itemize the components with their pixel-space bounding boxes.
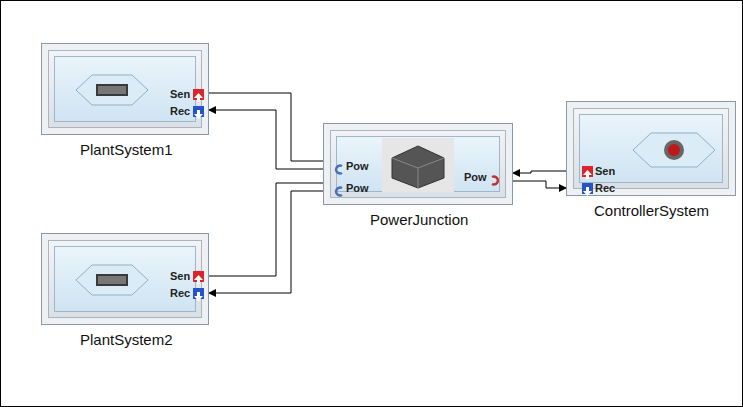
plant-icon (72, 259, 152, 301)
plant-box: PlantSystem2SenRec (41, 233, 209, 325)
port-name: Rec (595, 182, 615, 195)
plug-symbol (490, 175, 501, 186)
port-icon (490, 172, 501, 183)
port-name: Sen (595, 165, 615, 178)
plug-symbol (333, 164, 344, 175)
controller-box: ControllerSystemSenRec (566, 101, 736, 196)
port-arrow (193, 274, 204, 285)
system-name: PowerJunction (370, 211, 468, 228)
port-arrow (193, 92, 204, 103)
port-icon (582, 183, 593, 194)
signal-connector (513, 181, 566, 188)
port-name: Pow (346, 182, 369, 195)
plant-box: PlantSystem1SenRec (41, 43, 209, 135)
port-icon (333, 161, 344, 172)
port-arrow (582, 169, 593, 180)
system-name: ControllerSystem (594, 202, 709, 219)
port-icon (333, 183, 344, 194)
port-icon (193, 288, 204, 299)
junction-icon (382, 138, 454, 192)
junction-box: PowerJunctionPowPowPow (323, 123, 513, 205)
port-icon (193, 89, 204, 100)
port-icon (582, 166, 593, 177)
plug-symbol (333, 186, 344, 197)
port-arrow (193, 291, 204, 302)
port-name: Pow (346, 160, 369, 173)
port-arrow (193, 109, 204, 120)
plant-icon (72, 69, 152, 111)
port-name: Pow (464, 171, 487, 184)
signal-connector (209, 183, 323, 276)
port-name: Sen (170, 88, 190, 101)
signal-connector (209, 93, 323, 161)
port-arrow (582, 186, 593, 197)
port-name: Rec (170, 287, 190, 300)
system-name: PlantSystem2 (80, 331, 173, 348)
signal-connector (209, 110, 323, 169)
system-name: PlantSystem1 (80, 141, 173, 158)
port-icon (193, 271, 204, 282)
signal-connector (209, 191, 323, 293)
port-icon (193, 106, 204, 117)
signal-connector (513, 171, 566, 173)
port-name: Rec (170, 105, 190, 118)
controller-icon (629, 127, 719, 173)
port-name: Sen (170, 270, 190, 283)
